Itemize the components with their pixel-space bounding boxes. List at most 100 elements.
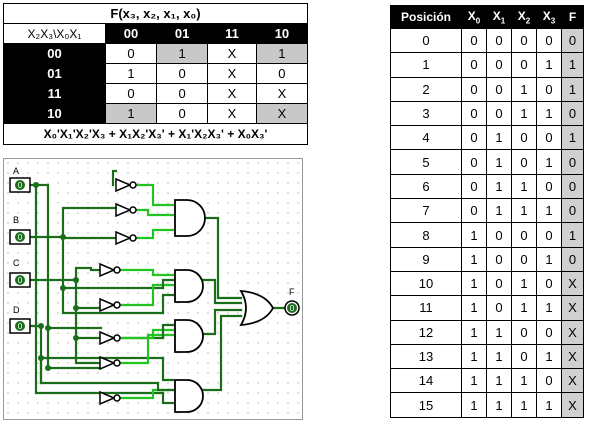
truth-cell-f: 1 xyxy=(561,76,584,102)
kmap-row-header: 11 xyxy=(3,83,106,104)
truth-cell-x1: 0 xyxy=(486,246,512,272)
truth-cell-x2: 0 xyxy=(511,222,537,248)
not-gate xyxy=(99,262,121,278)
truth-cell-x3: 0 xyxy=(536,125,562,151)
input-value: 0 xyxy=(18,181,23,190)
truth-cell-x2: 0 xyxy=(511,319,537,345)
truth-cell-x1: 1 xyxy=(486,368,512,394)
kmap-col-header: 01 xyxy=(156,23,209,44)
truth-cell-pos: 10 xyxy=(390,270,462,297)
truth-cell-x1: 1 xyxy=(486,149,512,175)
not-gate xyxy=(115,202,137,218)
kmap-cell: X xyxy=(207,103,257,124)
truth-cell-pos: 8 xyxy=(390,222,462,248)
truth-cell-pos: 2 xyxy=(390,76,462,102)
truth-cell-x0: 1 xyxy=(461,392,487,418)
truth-cell-x2: 1 xyxy=(511,295,537,321)
truth-header-x1: X1 xyxy=(486,5,512,29)
truth-cell-f: 0 xyxy=(561,27,584,54)
input-b[interactable]: B 0 xyxy=(9,215,31,245)
truth-cell-f: X xyxy=(561,295,584,321)
output-label: F xyxy=(289,287,295,297)
truth-cell-x2: 0 xyxy=(511,149,537,175)
truth-cell-f: 0 xyxy=(561,246,584,272)
truth-cell-x1: 0 xyxy=(486,100,512,127)
truth-cell-x3: 1 xyxy=(536,149,562,175)
kmap-row-header: 10 xyxy=(3,103,106,124)
truth-cell-pos: 14 xyxy=(390,368,462,394)
truth-cell-f: 1 xyxy=(561,222,584,248)
kmap-cell: 0 xyxy=(255,63,309,84)
truth-cell-x0: 1 xyxy=(461,270,487,297)
truth-cell-f: X xyxy=(561,392,584,418)
truth-cell-x0: 0 xyxy=(461,173,487,200)
input-d[interactable]: D 0 xyxy=(9,305,31,334)
truth-cell-x1: 1 xyxy=(486,343,512,370)
truth-cell-x2: 0 xyxy=(511,27,537,54)
kmap-cell: X xyxy=(207,83,257,104)
truth-cell-f: 0 xyxy=(561,173,584,200)
truth-cell-x1: 0 xyxy=(486,52,512,78)
input-a[interactable]: A 0 xyxy=(9,166,31,193)
truth-cell-x3: 1 xyxy=(536,52,562,78)
logic-circuit: A 0 B 0 C 0 D 0 F 0 xyxy=(3,158,303,420)
truth-cell-x1: 0 xyxy=(486,270,512,297)
input-pin-state[interactable] xyxy=(15,232,25,242)
truth-cell-x3: 0 xyxy=(536,76,562,102)
truth-cell-x2: 1 xyxy=(511,173,537,200)
kmap-col-header: 10 xyxy=(255,23,309,44)
truth-cell-x1: 0 xyxy=(486,27,512,54)
truth-header-position: Posición xyxy=(390,5,462,29)
not-gate xyxy=(99,390,121,406)
output-value: 0 xyxy=(290,304,295,313)
kmap-expression: X₀'X₁'X₂'X₃ + X₁X₂'X₃' + X₁'X₂X₃' + X₀X₃… xyxy=(3,123,308,145)
karnaugh-map: F(x₃, x₂, x₁, x₀) X₂X₃\X₀X₁ 00 01 11 10 … xyxy=(3,3,309,145)
input-pin-state[interactable] xyxy=(15,180,25,190)
input-pin-state[interactable] xyxy=(15,321,25,331)
truth-cell-x3: 0 xyxy=(536,173,562,200)
input-c[interactable]: C 0 xyxy=(9,258,31,288)
truth-cell-x3: 1 xyxy=(536,295,562,321)
kmap-cell: 1 xyxy=(104,63,158,84)
truth-cell-x0: 1 xyxy=(461,295,487,321)
output-pin-state xyxy=(287,303,297,313)
truth-cell-x0: 0 xyxy=(461,125,487,151)
not-gate xyxy=(99,355,121,371)
kmap-col-header: 11 xyxy=(207,23,257,44)
truth-cell-pos: 13 xyxy=(390,343,462,370)
kmap-col-header: 00 xyxy=(104,23,158,44)
truth-header-x0: X0 xyxy=(461,5,487,29)
truth-cell-f: X xyxy=(561,319,584,345)
truth-cell-x3: 0 xyxy=(536,368,562,394)
output-f: F 0 xyxy=(284,287,300,316)
truth-cell-x3: 0 xyxy=(536,27,562,54)
truth-cell-f: X xyxy=(561,368,584,394)
truth-cell-pos: 1 xyxy=(390,52,462,78)
truth-cell-x1: 1 xyxy=(486,392,512,418)
input-pin-state[interactable] xyxy=(15,275,25,285)
truth-cell-x0: 0 xyxy=(461,100,487,127)
truth-cell-pos: 15 xyxy=(390,392,462,418)
input-value: 0 xyxy=(18,276,23,285)
truth-cell-x3: 1 xyxy=(536,343,562,370)
truth-cell-x3: 0 xyxy=(536,319,562,345)
and-gates xyxy=(174,199,206,413)
truth-cell-pos: 12 xyxy=(390,319,462,345)
truth-cell-x3: 1 xyxy=(536,246,562,272)
or-gate xyxy=(239,289,275,327)
truth-cell-x0: 1 xyxy=(461,222,487,248)
truth-cell-pos: 4 xyxy=(390,125,462,151)
truth-cell-x0: 0 xyxy=(461,149,487,175)
truth-header-x3: X3 xyxy=(536,5,562,29)
truth-cell-pos: 6 xyxy=(390,173,462,200)
kmap-cell: 0 xyxy=(104,43,158,64)
